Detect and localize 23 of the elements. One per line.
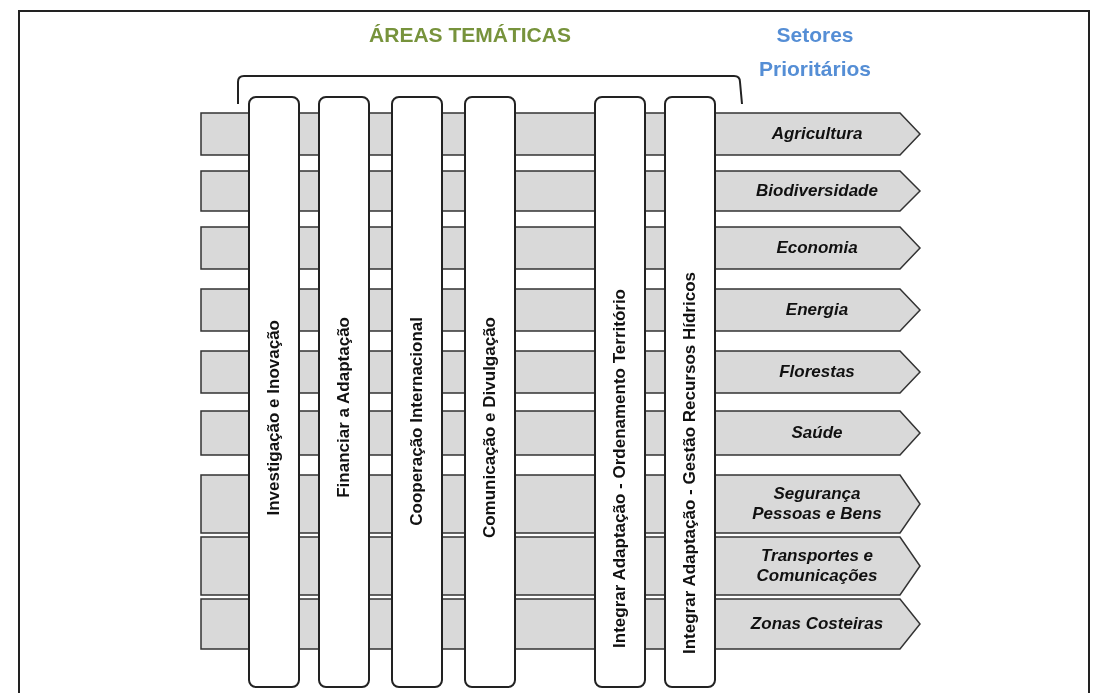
theme-label: Comunicação e Divulgação — [480, 316, 500, 538]
heading: Setores Prioritários — [757, 22, 872, 82]
theme-label: Investigação e Inovação — [264, 320, 284, 516]
sector-label: Economia — [775, 237, 859, 259]
theme-column — [248, 96, 300, 688]
sector-label: Energia — [784, 299, 850, 321]
theme-column — [464, 96, 516, 688]
theme-label: Integrar Adaptação - Ordenamento Território — [610, 289, 630, 648]
theme-label: Integrar Adaptação - Gestão Recursos Hídricos — [680, 272, 700, 654]
theme-label: Cooperação Internacional — [407, 317, 427, 526]
sector-label: Florestas — [778, 361, 856, 383]
theme-column — [594, 96, 646, 688]
theme-column — [391, 96, 443, 688]
heading: ÁREAS TEMÁTICAS — [368, 22, 572, 48]
sector-label: Biodiversidade — [755, 180, 879, 202]
sector-label: Zonas Costeiras — [749, 613, 885, 635]
sector-label: Segurança Pessoas e Bens — [751, 483, 883, 525]
sector-label: Transportes e Comunicações — [755, 545, 879, 587]
theme-column — [664, 96, 716, 688]
theme-column — [318, 96, 370, 688]
theme-label: Financiar a Adaptação — [334, 317, 354, 498]
sector-label: Agricultura — [770, 123, 864, 145]
sector-label: Saúde — [790, 422, 844, 444]
